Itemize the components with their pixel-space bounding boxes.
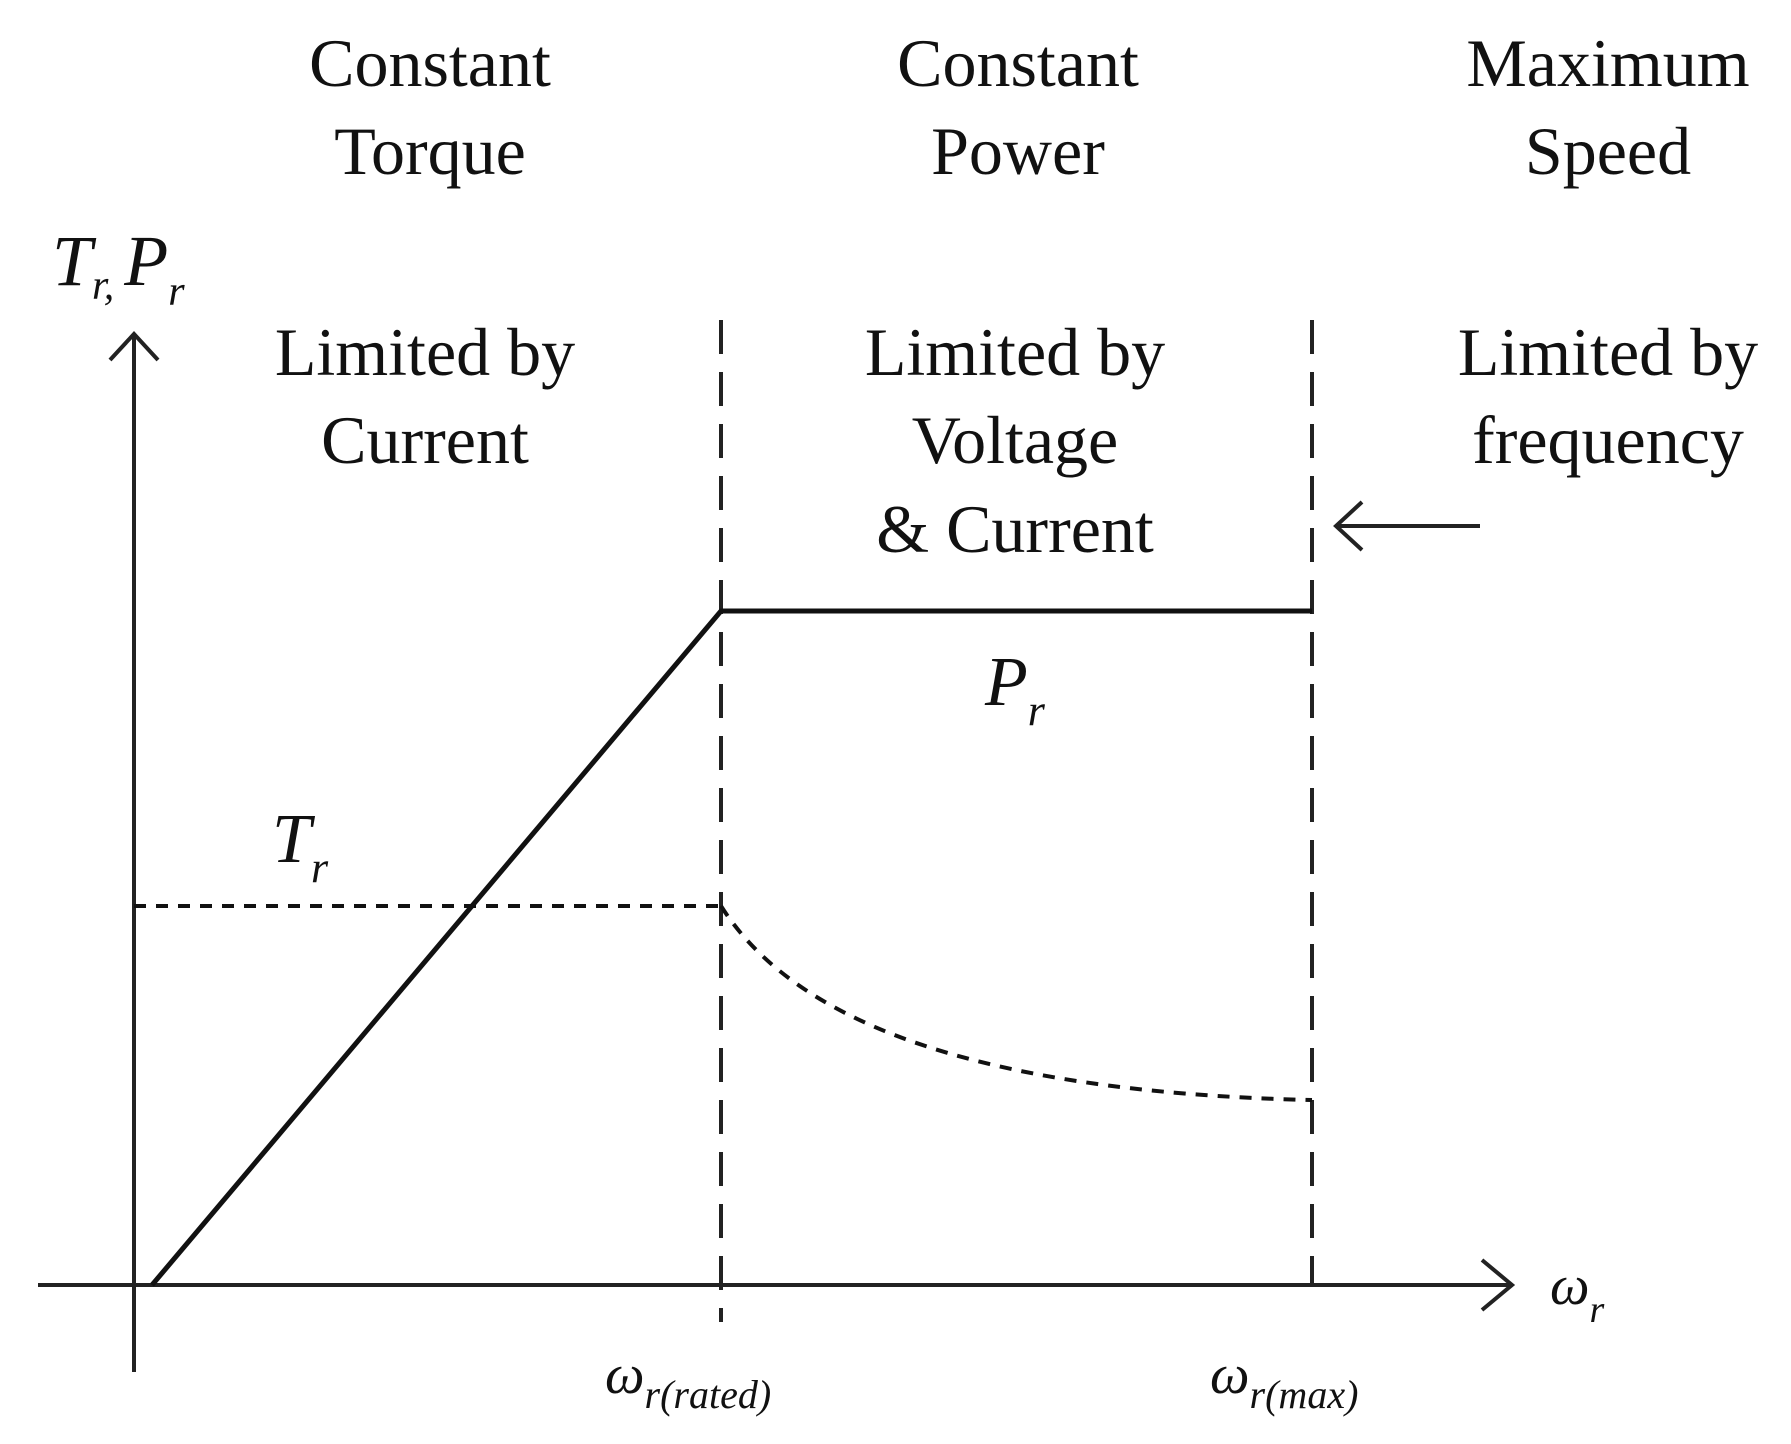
x-axis-arrowhead bbox=[1480, 1258, 1516, 1312]
rated-speed-label-subscript: r(rated) bbox=[645, 1372, 772, 1417]
torque-curve-label: Tr bbox=[272, 801, 329, 892]
y-axis-arrowhead bbox=[108, 331, 160, 362]
constant-power-heading-line2: Power bbox=[931, 113, 1105, 189]
y-axis-label-p: P bbox=[123, 221, 168, 301]
frequency-limit-arrowhead bbox=[1333, 500, 1364, 552]
rated-speed-label-main: ω bbox=[605, 1344, 645, 1406]
torque-curve-label-main: T bbox=[272, 801, 316, 878]
voltage-current-limit-line1: Limited by bbox=[865, 314, 1165, 390]
y-axis-label-t-subscript: r, bbox=[92, 263, 114, 309]
x-axis-label-subscript: r bbox=[1590, 1289, 1605, 1331]
power-curve bbox=[150, 608, 1312, 1287]
power-curve-label: Pr bbox=[984, 644, 1046, 735]
frequency-limit-line2: frequency bbox=[1472, 402, 1744, 478]
maximum-speed-heading-line1: Maximum bbox=[1466, 25, 1749, 101]
torque-curve-label-subscript: r bbox=[311, 843, 329, 892]
current-limit-line1: Limited by bbox=[275, 314, 575, 390]
max-speed-label: ωr(max) bbox=[1210, 1344, 1358, 1417]
current-limit-line2: Current bbox=[321, 402, 529, 478]
x-axis-label-main: ω bbox=[1550, 1255, 1590, 1317]
x-axis-label: ωr bbox=[1550, 1255, 1605, 1331]
y-axis-label-t: T bbox=[52, 221, 97, 301]
y-axis-label-p-subscript: r bbox=[168, 269, 185, 315]
declining-torque-curve bbox=[719, 904, 1313, 1102]
voltage-current-limit-line2: Voltage bbox=[912, 402, 1119, 478]
max-speed-label-subscript: r(max) bbox=[1250, 1372, 1359, 1417]
frequency-limit-line1: Limited by bbox=[1458, 314, 1758, 390]
max-speed-label-main: ω bbox=[1210, 1344, 1250, 1406]
power-curve-label-main: P bbox=[984, 644, 1028, 721]
constant-power-heading-line1: Constant bbox=[897, 25, 1139, 101]
y-axis-label: Tr,Pr bbox=[52, 221, 185, 315]
rated-speed-label: ωr(rated) bbox=[605, 1344, 771, 1417]
constant-torque-heading-line2: Torque bbox=[334, 113, 526, 189]
power-curve-label-subscript: r bbox=[1028, 686, 1046, 735]
maximum-speed-heading-line2: Speed bbox=[1525, 113, 1691, 189]
voltage-current-limit-line3: & Current bbox=[876, 491, 1154, 567]
constant-torque-heading-line1: Constant bbox=[309, 25, 551, 101]
